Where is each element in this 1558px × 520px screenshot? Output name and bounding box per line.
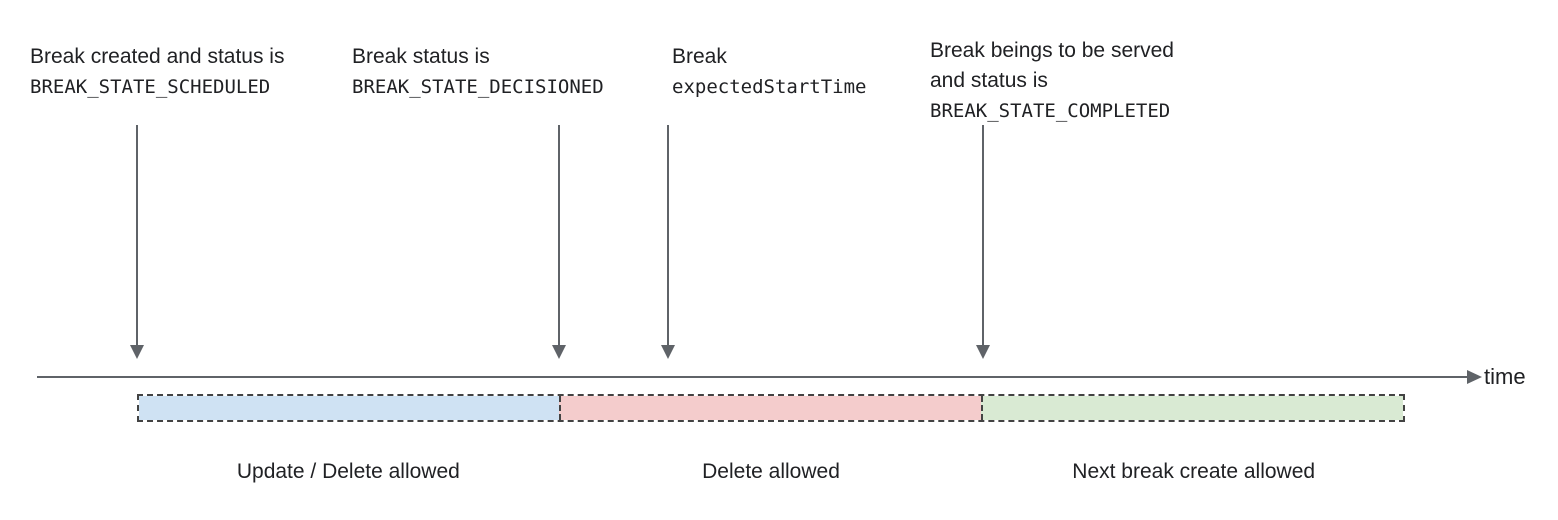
phase-segment-delete [559,396,981,420]
annotation-expected-start-code: expectedStartTime [672,76,867,98]
annotation-decisioned: Break status is BREAK_STATE_DECISIONED [352,42,604,102]
annotation-expected-start-text: Break [672,45,727,68]
annotation-decisioned-code: BREAK_STATE_DECISIONED [352,76,604,98]
annotation-completed-text2: and status is [930,69,1048,92]
annotation-scheduled: Break created and status is BREAK_STATE_… [30,42,284,102]
phase-bar [137,394,1405,422]
phase-segment-update-delete [139,396,559,420]
annotation-completed-code: BREAK_STATE_COMPLETED [930,100,1171,122]
down-arrow-expected-start-icon [661,125,675,359]
down-arrow-scheduled-icon [130,125,144,359]
annotation-expected-start: Break expectedStartTime [672,42,866,102]
timeline-axis-label: time [1484,364,1526,389]
annotation-completed-text: Break beings to be served [930,39,1174,62]
annotation-completed: Break beings to be served and status is … [930,36,1174,126]
phase-label-next-create: Next break create allowed [1072,460,1316,483]
annotation-scheduled-text: Break created and status is [30,45,285,68]
phase-labels-row: Update / Delete allowed Delete allowed N… [137,460,1405,484]
annotation-scheduled-code: BREAK_STATE_SCHEDULED [30,76,271,98]
down-arrow-completed-icon [976,125,990,359]
phase-label-update-delete: Update / Delete allowed [236,460,460,483]
down-arrow-decisioned-icon [552,125,566,359]
phase-label-delete: Delete allowed [702,460,840,483]
timeline-axis [37,370,1482,384]
phase-segment-next-create [981,396,1403,420]
annotation-decisioned-text: Break status is [352,45,490,68]
